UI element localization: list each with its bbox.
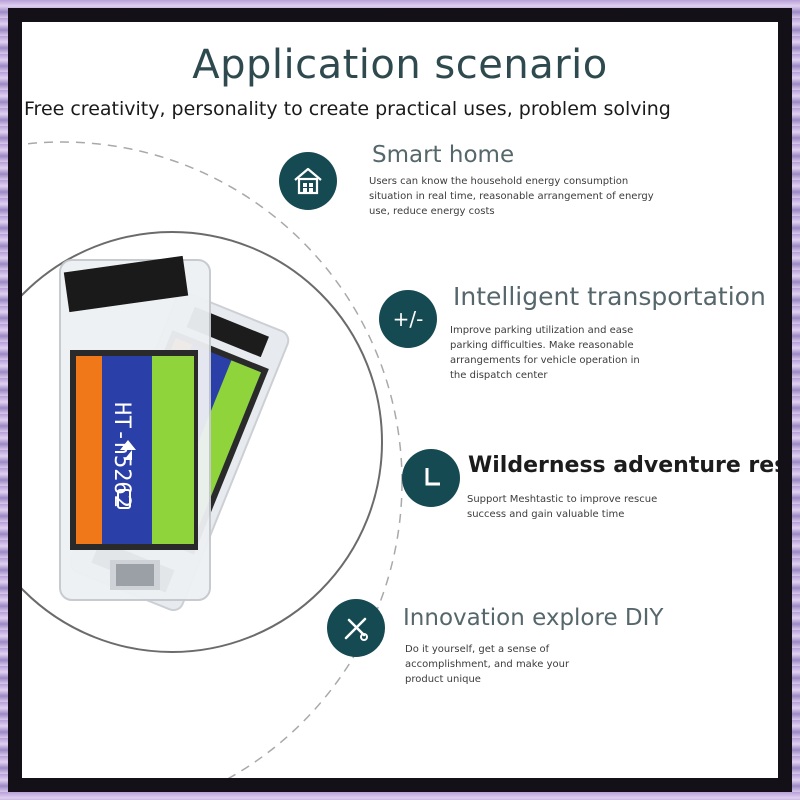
diy-icon-circle — [327, 599, 385, 657]
scenario-title-transportation: Intelligent transportation — [453, 282, 766, 311]
device-illustration — [59, 255, 290, 612]
smart-home-icon-circle — [279, 152, 337, 210]
transportation-icon-circle: +/- — [379, 290, 437, 348]
content-panel: Application scenario Free creativity, pe… — [22, 22, 778, 778]
rescue-icon-circle — [402, 449, 460, 507]
scenario-title-diy: Innovation explore DIY — [403, 605, 664, 631]
scissors-icon — [344, 617, 368, 641]
plus-minus-icon: +/- — [392, 307, 424, 331]
scenario-desc-diy: Do it yourself, get a sense of accomplis… — [405, 644, 570, 685]
house-icon — [294, 167, 322, 195]
page-subtitle: Free creativity, personality to create p… — [24, 98, 671, 120]
scenario-title-rescue: Wilderness adventure rescue — [468, 453, 778, 478]
clock-corner-icon — [425, 468, 440, 486]
scenario-desc-rescue: Support Meshtastic to improve rescue suc… — [467, 494, 658, 520]
scenario-desc-smart-home: Users can know the household energy cons… — [369, 176, 654, 217]
scenario-title-smart-home: Smart home — [372, 142, 515, 168]
device-screen-label: HT-n5262 — [109, 402, 134, 508]
scenario-desc-transportation: Improve parking utilization and ease par… — [450, 325, 640, 381]
page-title: Application scenario — [192, 42, 608, 88]
